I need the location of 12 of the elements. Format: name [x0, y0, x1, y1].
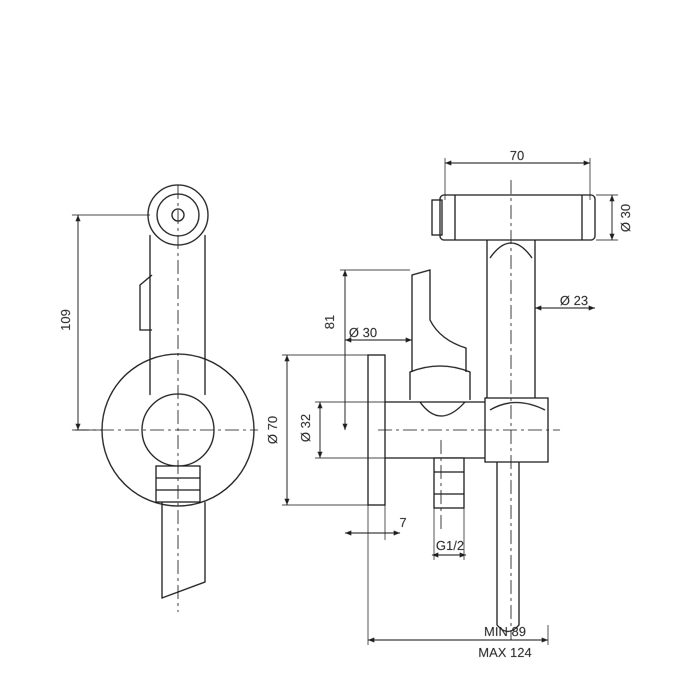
- dimension-label: 81: [323, 314, 337, 330]
- dimension-label: Ø 30: [348, 326, 378, 340]
- dimension-label: Ø 30: [619, 204, 633, 232]
- dimension-label: MAX 124: [478, 646, 532, 660]
- dimension-label: Ø 32: [299, 414, 313, 442]
- dimension-label: 70: [510, 149, 524, 163]
- dimension-label: 7: [399, 516, 407, 530]
- dimension-label: Ø 23: [560, 294, 588, 308]
- dimension-label: MIN 89: [484, 625, 526, 639]
- dimension-label: Ø 70: [266, 416, 280, 444]
- dimension-label: G1/2: [436, 539, 464, 553]
- dimension-label: 109: [59, 309, 73, 331]
